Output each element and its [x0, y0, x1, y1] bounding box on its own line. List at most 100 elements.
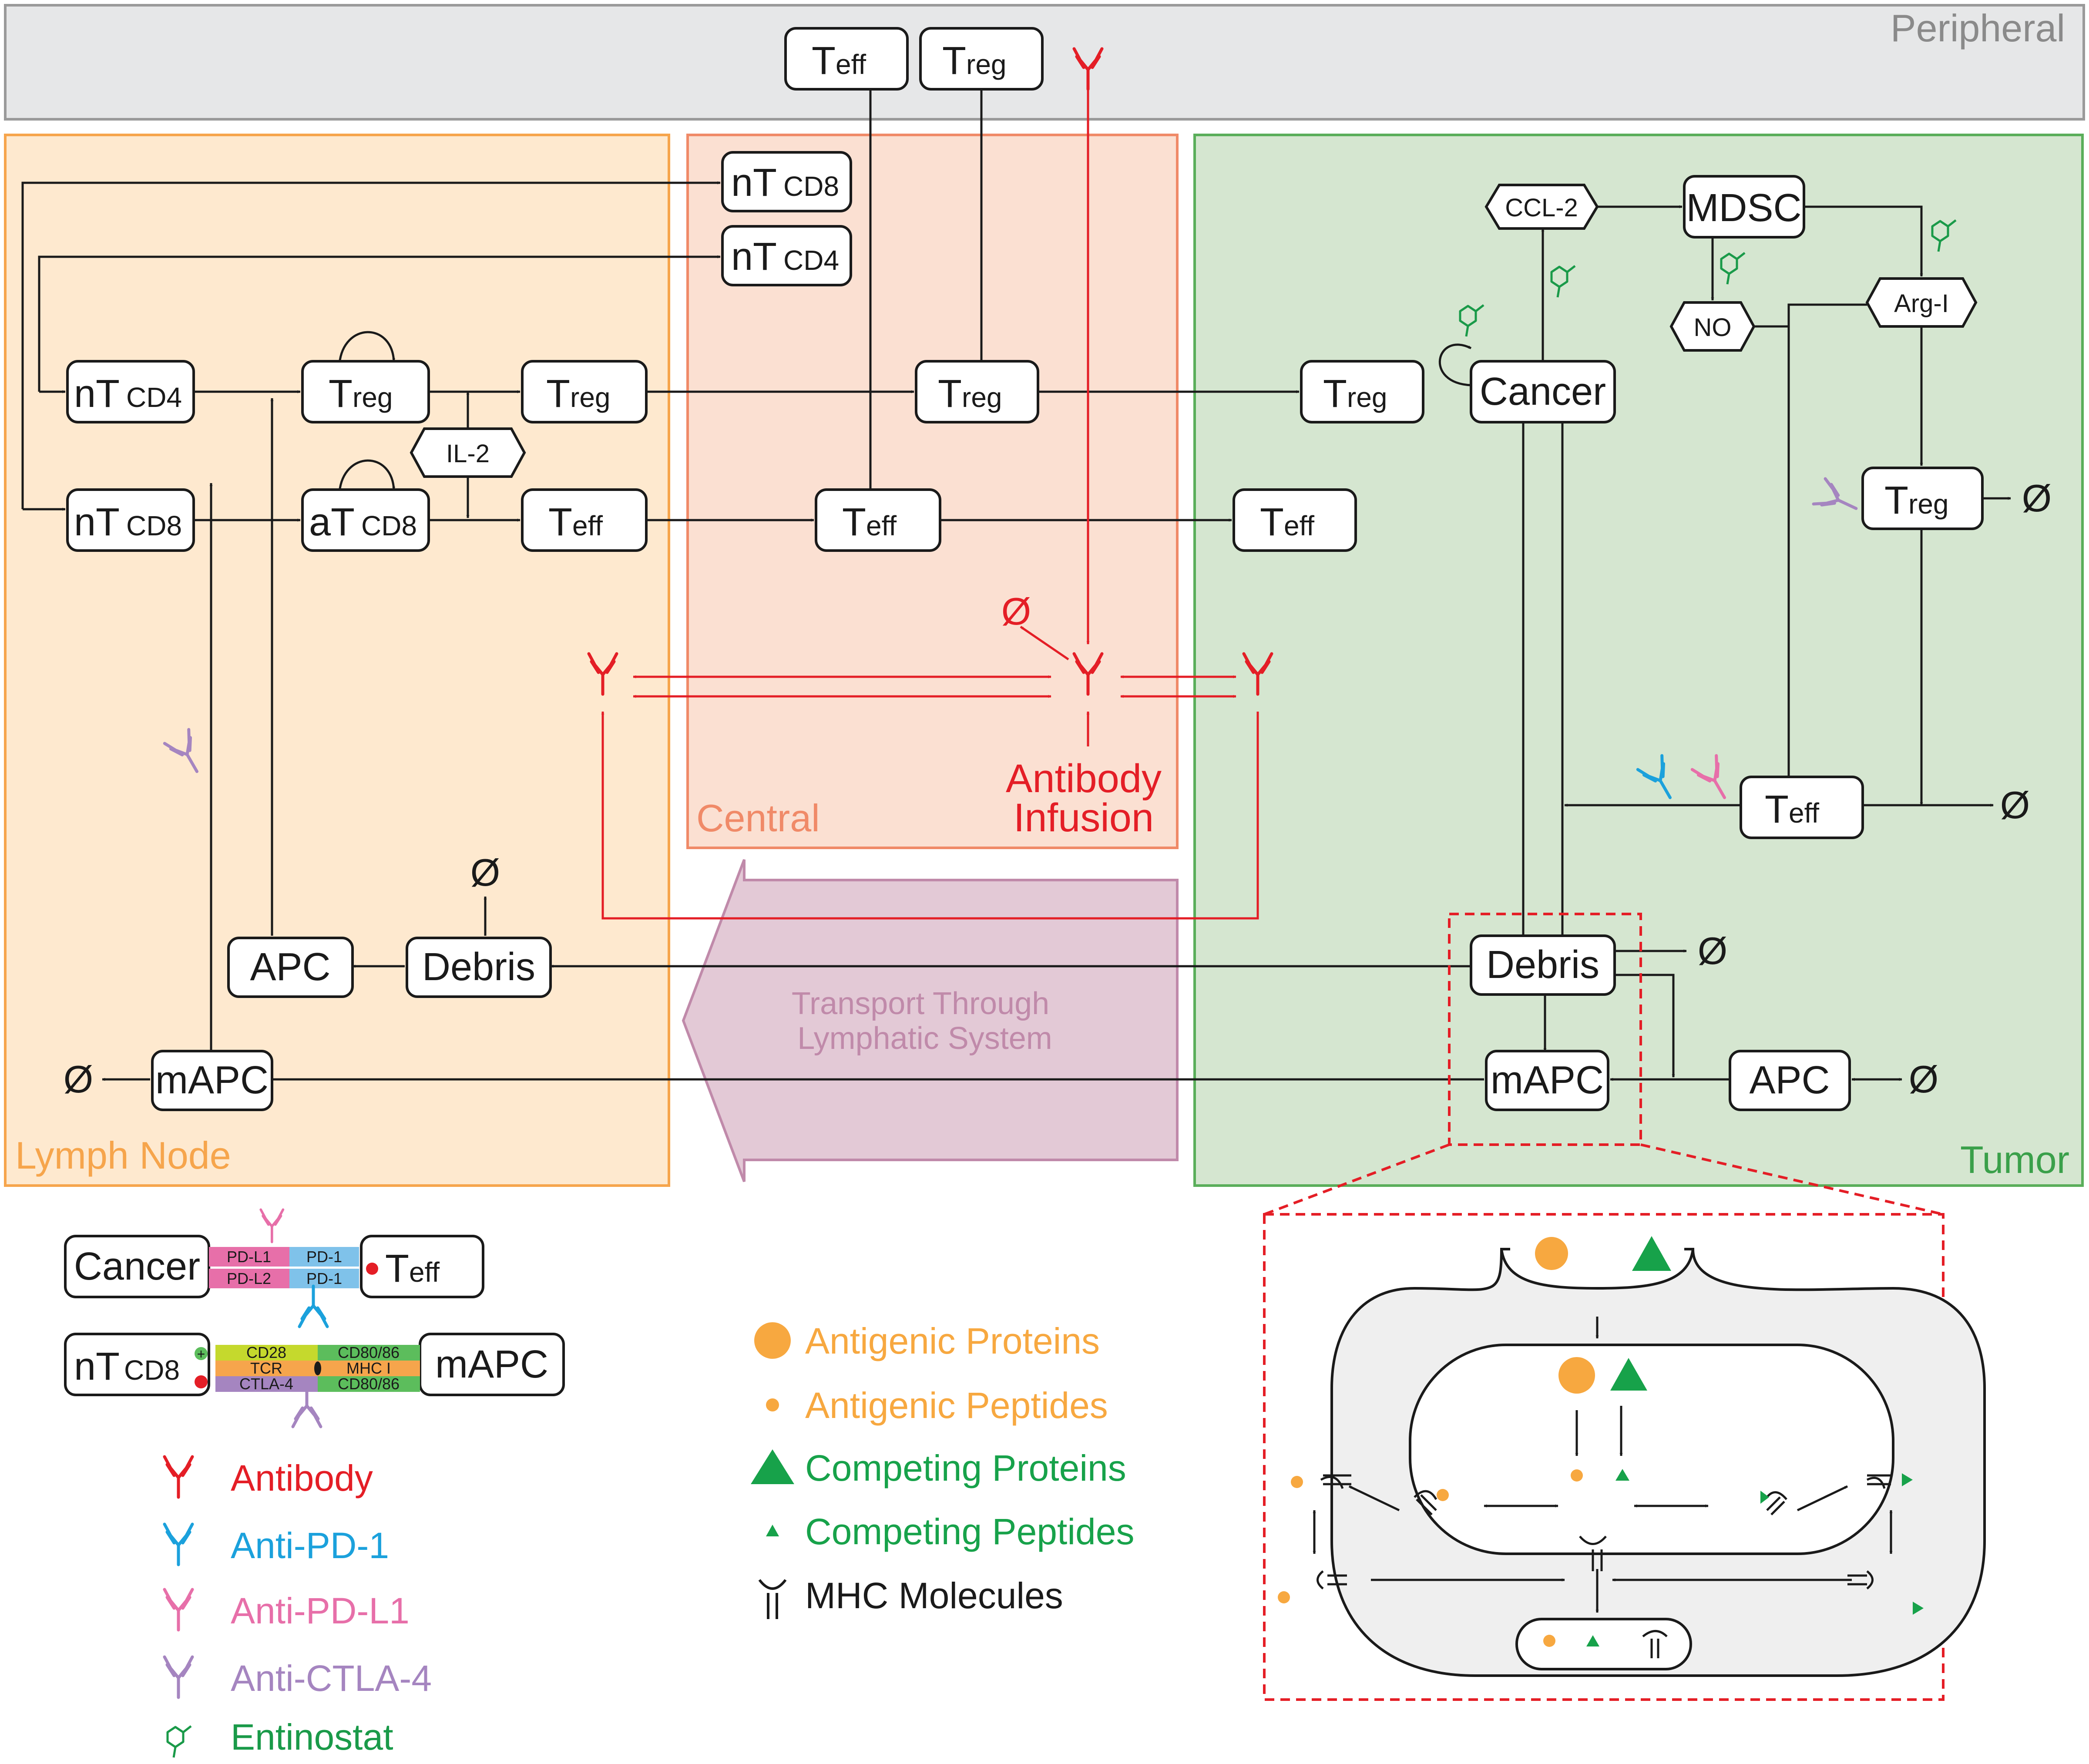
node-sub-label: CD8 — [124, 1354, 180, 1386]
receptor-pd1-label: PD-1 — [306, 1248, 342, 1266]
legend-anti-pdl1-icon — [165, 1589, 192, 1630]
node-sub-label: reg — [966, 49, 1007, 80]
node-label: mAPC — [1491, 1058, 1604, 1102]
node-sub-label: CD8 — [126, 510, 182, 541]
legend-cancer-box: Cancer — [64, 1235, 210, 1298]
node-mdsc: MDSC — [1683, 175, 1805, 239]
node-atcd8-lymph: aT CD8 — [301, 488, 430, 552]
legend-antibody-label: Antibody — [231, 1458, 373, 1499]
node-sub-label: eff — [1789, 797, 1819, 829]
node-label: APC — [250, 945, 330, 989]
receptor-cd8086-label-2: CD80/86 — [338, 1375, 400, 1393]
node-main-label: T — [546, 372, 570, 416]
legend-small-circle-icon — [766, 1398, 779, 1411]
node-main-label: nT — [74, 501, 120, 544]
node-label: APC — [1749, 1058, 1830, 1102]
node-sub-label: reg — [1908, 488, 1949, 520]
antigen-legend: Antigenic Proteins Antigenic Peptides Co… — [751, 1320, 1134, 1619]
node-main-label: T — [812, 39, 836, 83]
legend-entinostat-label: Entinostat — [231, 1717, 393, 1757]
legend-antibody-icon — [165, 1457, 192, 1497]
peripheral-region — [4, 4, 2085, 121]
node-sub-label: CD8 — [361, 510, 417, 541]
legend-antigenic-peptides-label: Antigenic Peptides — [805, 1385, 1108, 1426]
node-ntcd4-central: nT CD4 — [721, 225, 852, 286]
node-main-label: nT — [74, 1345, 120, 1388]
node-label: Cancer — [74, 1245, 200, 1288]
node-label: Debris — [1486, 943, 1599, 987]
node-sub-label: eff — [866, 510, 897, 541]
node-sub-label: CD8 — [783, 171, 839, 202]
node-teff-lymph: T eff — [521, 488, 648, 552]
antibody-infusion-line1: Antibody — [1006, 756, 1162, 801]
node-label: MDSC — [1686, 186, 1802, 230]
legend-mhc-molecules-label: MHC Molecules — [805, 1575, 1063, 1616]
legend-anti-pdl1-label: Anti-PD-L1 — [231, 1590, 410, 1631]
receptor-pdl1-label: PD-L1 — [227, 1248, 271, 1266]
null-symbol-tumor-teff: Ø — [2000, 783, 2030, 827]
receptor-ctla4-label: CTLA-4 — [239, 1375, 293, 1393]
legend-entinostat-icon — [168, 1726, 191, 1757]
antibody-null-symbol: Ø — [1001, 590, 1031, 633]
legend-competing-peptides-label: Competing Peptides — [805, 1511, 1134, 1552]
node-main-label: T — [938, 372, 962, 416]
legend-anti-ctla4-icon — [165, 1657, 192, 1697]
node-teff-tumor-bottom: T eff — [1740, 776, 1864, 839]
node-apc-tumor: APC — [1729, 1050, 1851, 1111]
legend-anti-pd1-label: Anti-PD-1 — [231, 1525, 389, 1566]
node-debris-lymph: Debris — [406, 937, 552, 998]
node-ntcd8-lymph: nT CD8 — [66, 488, 195, 552]
node-sub-label: reg — [570, 382, 611, 413]
cytokine-ccl2: CCL-2 — [1484, 184, 1599, 230]
cytokine-label: NO — [1694, 313, 1732, 342]
cytokine-no: NO — [1669, 301, 1756, 352]
legend-teff-box: T eff — [360, 1235, 484, 1298]
zoom-source-box — [1448, 913, 1642, 1146]
node-label: Cancer — [1480, 370, 1606, 413]
receptor-mhc1-label: MHC I — [346, 1359, 391, 1377]
node-main-label: T — [1884, 479, 1908, 522]
anti-pd1-legend-icon — [299, 1286, 327, 1327]
anti-ctla4-legend-icon — [293, 1386, 321, 1427]
apc-cell-diagram — [1278, 1236, 1986, 1677]
node-ntcd4-lymph: nT CD4 — [66, 360, 195, 423]
node-label: mAPC — [435, 1343, 548, 1386]
cytokine-arg1: Arg-I — [1865, 277, 1978, 328]
transport-label-line1: Transport Through — [792, 986, 1049, 1021]
node-main-label: nT — [74, 372, 120, 416]
node-cancer: Cancer — [1470, 360, 1616, 423]
node-main-label: nT — [731, 161, 777, 205]
node-sub-label: eff — [409, 1257, 440, 1288]
node-label: Debris — [422, 945, 535, 989]
node-treg-central: T reg — [915, 360, 1039, 423]
null-symbol-tumor-apc: Ø — [1909, 1058, 1938, 1101]
endosome-compartment — [1409, 1344, 1894, 1555]
receptor-pdl2-label: PD-L2 — [227, 1270, 271, 1287]
node-main-label: T — [1765, 788, 1789, 831]
null-symbol-tumor-debris: Ø — [1698, 929, 1727, 972]
connectors — [21, 60, 2011, 1081]
node-main-label: aT — [309, 501, 355, 544]
node-teff-central: T eff — [815, 488, 941, 552]
node-main-label: T — [329, 372, 353, 416]
cytokine-label: Arg-I — [1894, 289, 1949, 318]
node-treg-tumor-right: T reg — [1861, 467, 1984, 530]
node-treg-tumor: T reg — [1300, 360, 1424, 423]
node-main-label: T — [1260, 501, 1284, 544]
legend-anti-ctla4-label: Anti-CTLA-4 — [231, 1658, 432, 1699]
lymph-node-region — [4, 134, 670, 1187]
node-teff-tumor-top: T eff — [1233, 488, 1357, 552]
receptor-pd1-label-2: PD-1 — [306, 1270, 342, 1287]
zoom-lines — [1263, 1143, 1944, 1216]
drug-legend: Antibody Anti-PD-1 Anti-PD-L1 Anti-CTLA-… — [165, 1457, 432, 1757]
legend-small-triangle-icon — [766, 1525, 779, 1536]
peripheral-label: Peripheral — [1891, 7, 2065, 50]
central-label: Central — [696, 796, 820, 840]
node-mapc-lymph: mAPC — [151, 1050, 273, 1111]
receptor-cd28-label: CD28 — [246, 1344, 286, 1361]
node-sub-label: eff — [572, 510, 603, 541]
null-symbol-lymph-mapc: Ø — [64, 1058, 93, 1101]
receptor-tcr-label: TCR — [250, 1359, 282, 1377]
receptor-cd8086-label: CD80/86 — [338, 1344, 400, 1361]
